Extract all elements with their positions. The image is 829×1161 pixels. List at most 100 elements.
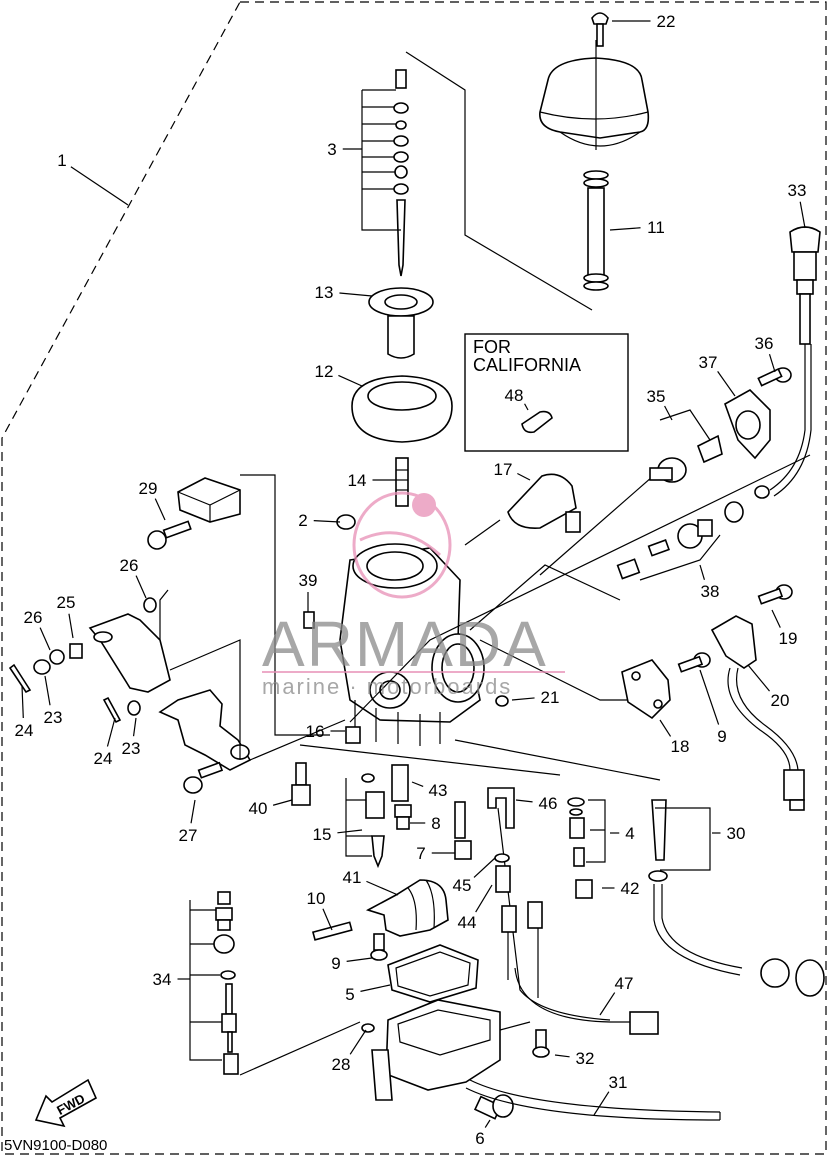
callout-leader [473,857,496,878]
callout-number: 32 [576,1049,595,1068]
callout-number: 40 [249,799,268,818]
callout-number: 6 [475,1129,484,1148]
cotter-pin-24-right [102,696,122,724]
needle-valve-15 [345,773,385,869]
fwd-label: FWD [54,1091,87,1118]
callout-number: 37 [699,353,718,372]
callout-number: 33 [788,181,807,200]
callout-number: 25 [57,593,76,612]
callout-30: 30 [712,824,745,843]
callout-leader [747,664,771,692]
piston-valve [368,287,434,359]
callout-leader [366,880,399,896]
callout-28: 28 [332,1029,367,1074]
callout-number: 26 [24,608,43,627]
callout-number: 29 [139,479,158,498]
callout-6: 6 [475,1119,491,1148]
callout-leader [272,799,293,806]
callout-22: 22 [612,12,675,31]
float-bowl [371,999,531,1101]
screw-39 [303,611,315,629]
callout-44: 44 [458,884,493,932]
carburetor-top-cap [539,57,650,147]
drain-hose-47 [514,967,659,1035]
callout-19: 19 [771,609,797,648]
callout-33: 33 [788,181,807,229]
callout-43: 43 [411,781,447,800]
callout-8: 8 [410,814,441,833]
callout-number: 34 [153,970,172,989]
callout-2: 2 [298,511,341,530]
fwd-arrow-icon: FWD [34,1078,98,1128]
bolt-29 [147,520,192,550]
callout-leader [360,984,391,992]
callout-number: 7 [416,844,425,863]
callout-leader [190,799,196,824]
callout-leader [599,992,616,1016]
callout-leader [524,403,529,411]
callout-leader [768,354,776,373]
callout-leader [659,719,672,737]
callout-number: 16 [306,722,325,741]
callout-number: 35 [647,387,666,406]
slide-spring [583,40,609,291]
needle-jet [395,457,409,507]
jet-set-34 [189,891,361,1076]
callout-leader [484,1119,491,1128]
cable-30 [648,799,825,997]
callout-number: 46 [539,794,558,813]
callout-leader [154,498,166,521]
callout-leader [338,374,363,387]
callout-47: 47 [599,974,633,1016]
callout-9: 9 [331,954,373,973]
callout-14: 14 [348,471,396,490]
callout-number: 11 [647,218,665,237]
callout-leader [132,717,137,737]
bracket-18 [621,659,671,720]
callout-7: 7 [416,844,455,863]
callout-number: 2 [298,511,307,530]
callout-number: 24 [94,749,113,768]
callout-number: 13 [315,283,334,302]
throttle-bracket-29 [177,477,241,523]
callout-leader [70,166,129,206]
callout-24: 24 [15,685,33,740]
cotter-pin-24-left [8,663,32,694]
callout-1: 1 [57,151,129,206]
callout-11: 11 [609,218,665,237]
callout-number: 28 [332,1055,351,1074]
callout-leader [339,292,373,297]
callout-41: 41 [343,868,399,896]
jet-needle-set [361,51,593,311]
callout-number: 42 [621,879,640,898]
callout-25: 25 [57,593,76,639]
callout-leader [593,1091,610,1116]
screw-21 [495,695,509,707]
callout-34: 34 [153,970,190,989]
washer-23-left [33,659,51,675]
callout-31: 31 [593,1073,627,1116]
watermark-brand: ARMADA [262,608,548,680]
callout-42: 42 [602,879,639,898]
washer-26-lower [49,649,65,665]
spring-42 [575,879,593,899]
callout-number: 44 [458,913,477,932]
callout-number: 14 [348,471,367,490]
screw-28 [361,1023,375,1033]
diagram-code: 5VN9100-D080 [4,1137,107,1154]
callout-leader [349,1029,367,1055]
starter-plunger-35 [649,409,723,483]
float-pin-10 [311,921,353,941]
callout-46: 46 [515,794,558,813]
callout-number: 9 [331,954,340,973]
callout-32: 32 [554,1049,595,1068]
callout-number: 38 [701,582,720,601]
callout-number: 4 [625,824,634,843]
float-41 [365,879,449,937]
callout-13: 13 [315,283,373,302]
callout-9: 9 [699,669,727,746]
callout-leader [699,669,720,725]
top-cap-screw [591,12,609,47]
holder-43 [391,764,409,802]
